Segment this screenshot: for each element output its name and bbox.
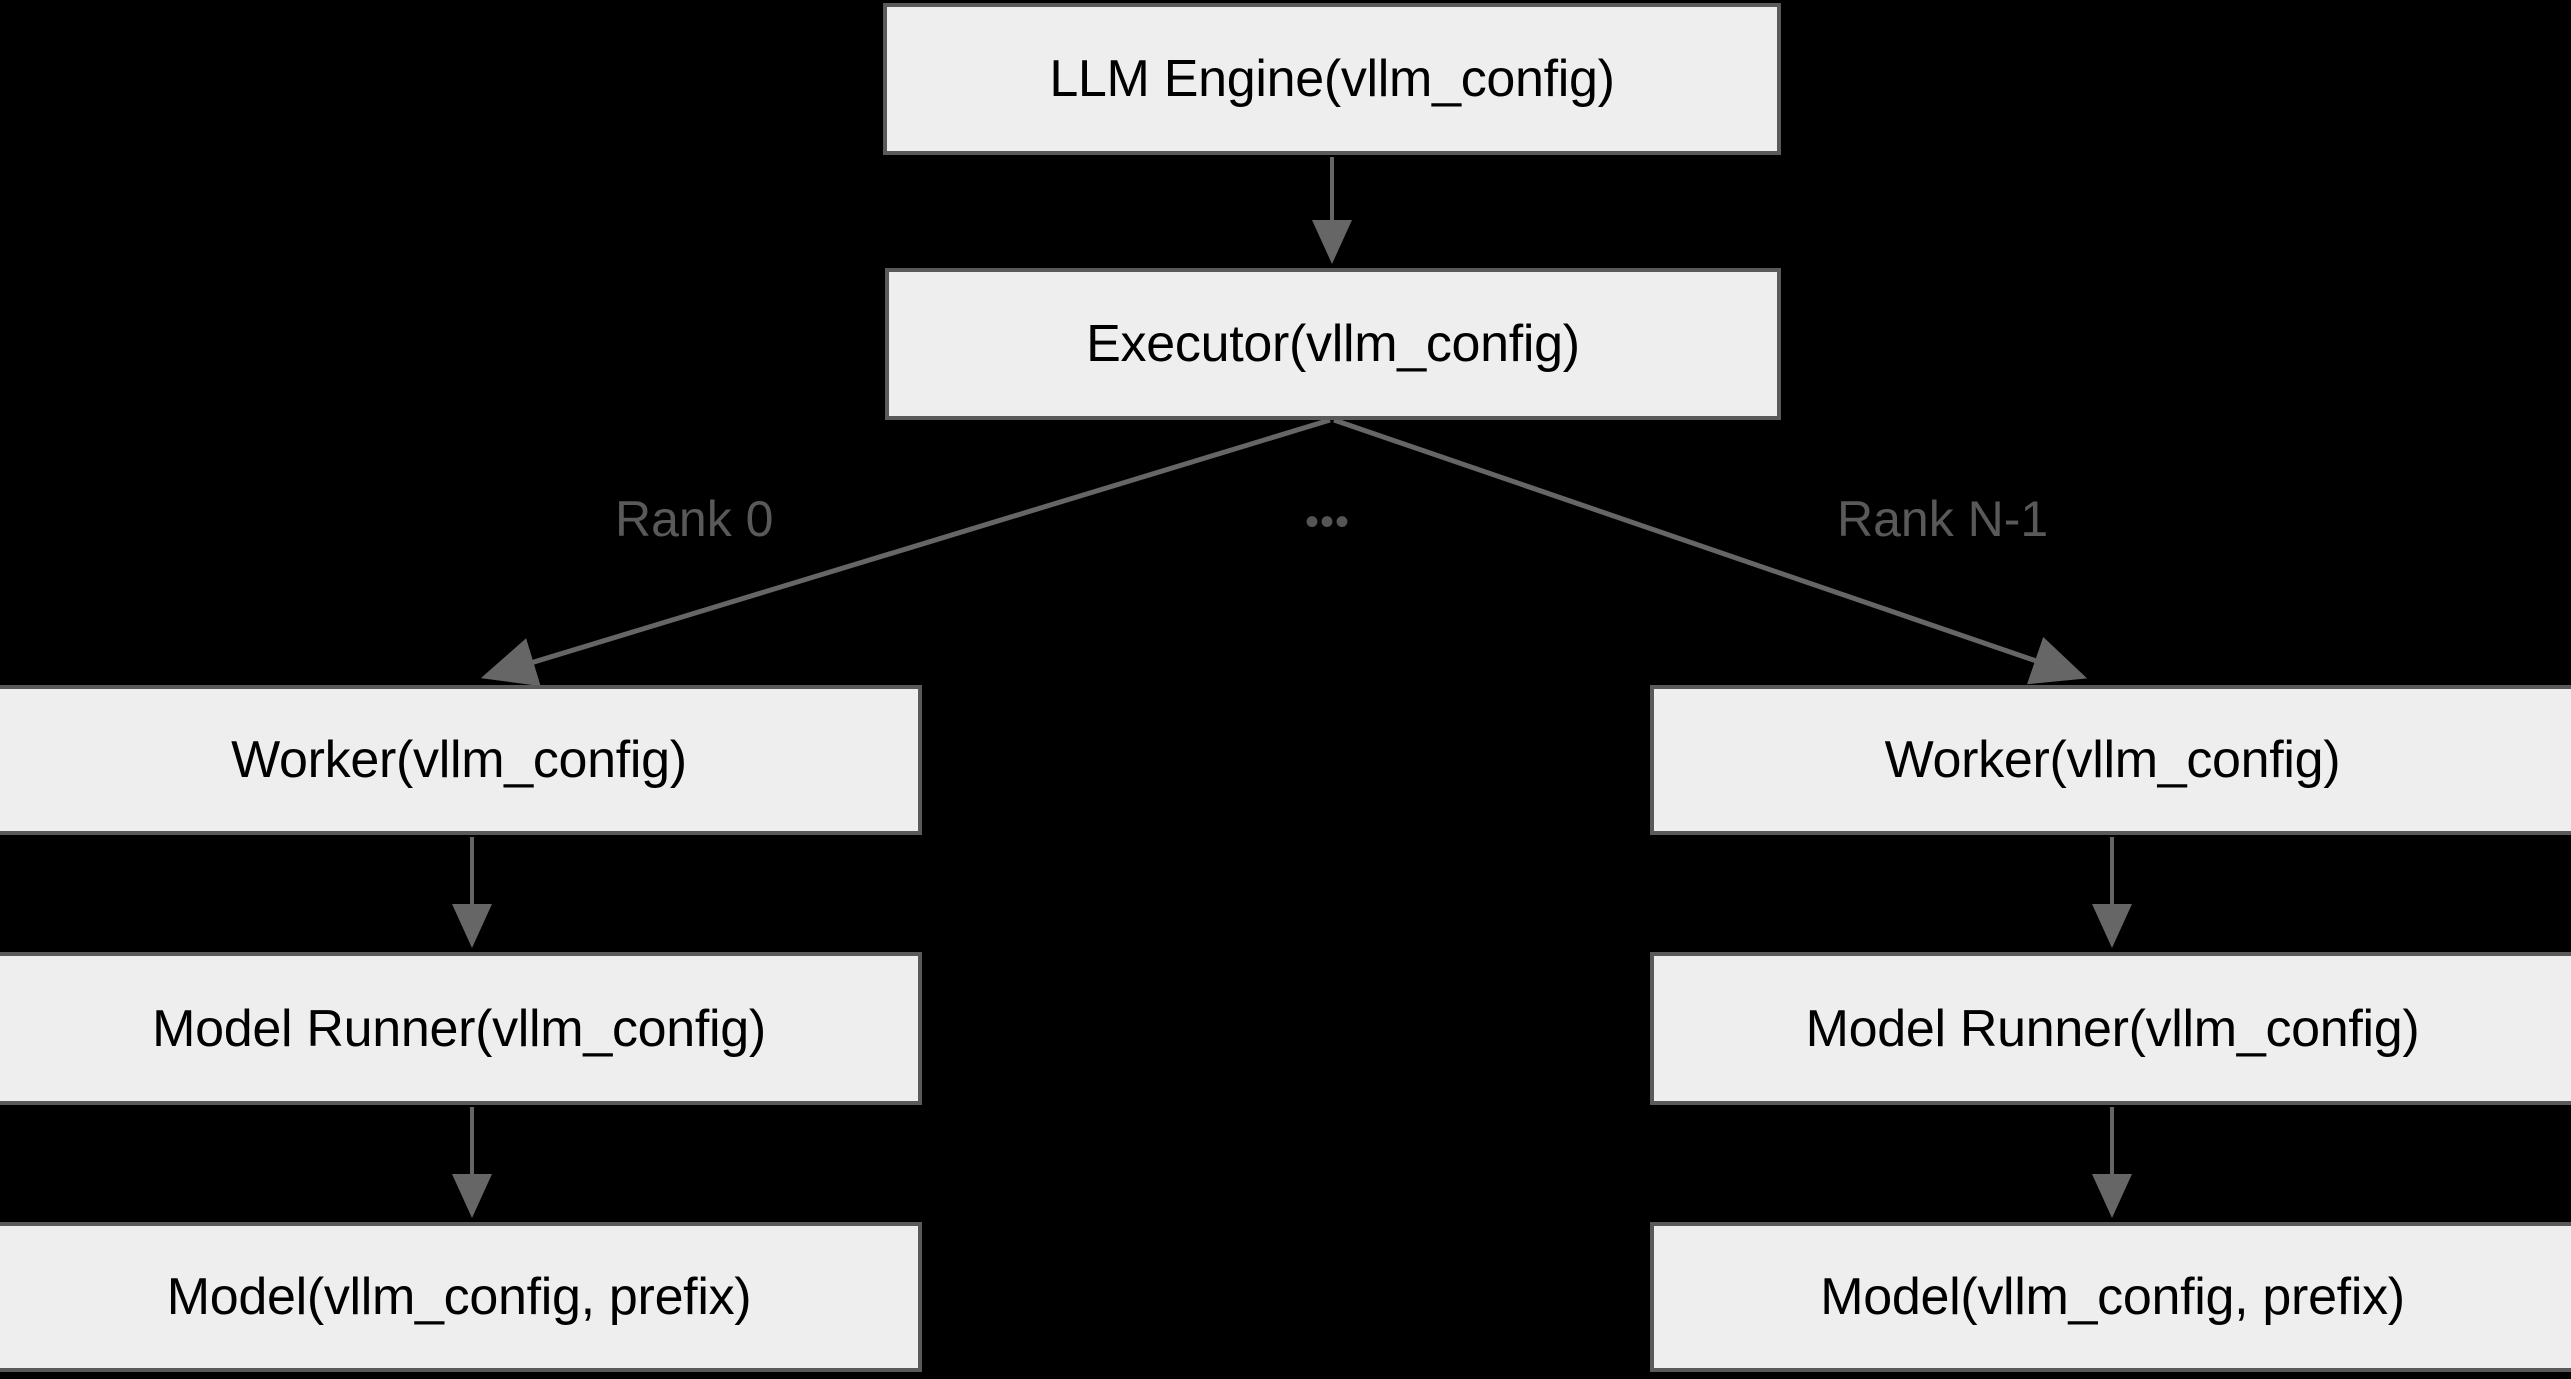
- node-llm-engine-label: LLM Engine(vllm_config): [1049, 50, 1615, 108]
- node-model-rank-0-label: Model(vllm_config, prefix): [166, 1268, 752, 1326]
- node-model-runner-rank-0[interactable]: Model Runner(vllm_config): [0, 952, 922, 1105]
- node-model-rank-n-minus-1[interactable]: Model(vllm_config, prefix): [1650, 1222, 2571, 1372]
- node-model-rank-n-minus-1-label: Model(vllm_config, prefix): [1820, 1268, 2405, 1326]
- node-model-runner-rank-n-minus-1[interactable]: Model Runner(vllm_config): [1650, 952, 2571, 1105]
- node-worker-rank-0[interactable]: Worker(vllm_config): [0, 685, 922, 835]
- edge-label-rank-0: Rank 0: [615, 491, 774, 547]
- node-worker-rank-0-label: Worker(vllm_config): [231, 731, 687, 789]
- node-executor[interactable]: Executor(vllm_config): [885, 268, 1781, 420]
- node-model-rank-0[interactable]: Model(vllm_config, prefix): [0, 1222, 922, 1372]
- edge-label-rank-n-minus-1: Rank N-1: [1837, 491, 2049, 547]
- edge-executor-to-worker-rank0: [480, 417, 1331, 687]
- node-worker-rank-n-minus-1[interactable]: Worker(vllm_config): [1650, 685, 2571, 835]
- node-llm-engine[interactable]: LLM Engine(vllm_config): [883, 3, 1781, 155]
- node-model-runner-rank-n-minus-1-label: Model Runner(vllm_config): [1805, 999, 2420, 1058]
- node-executor-label: Executor(vllm_config): [1086, 315, 1580, 373]
- edge-label-ellipsis: •••: [1305, 500, 1351, 544]
- edge-executor-to-worker-rankn: [1333, 417, 2088, 685]
- node-worker-rank-n-minus-1-label: Worker(vllm_config): [1884, 731, 2341, 789]
- node-model-runner-rank-0-label: Model Runner(vllm_config): [152, 999, 766, 1058]
